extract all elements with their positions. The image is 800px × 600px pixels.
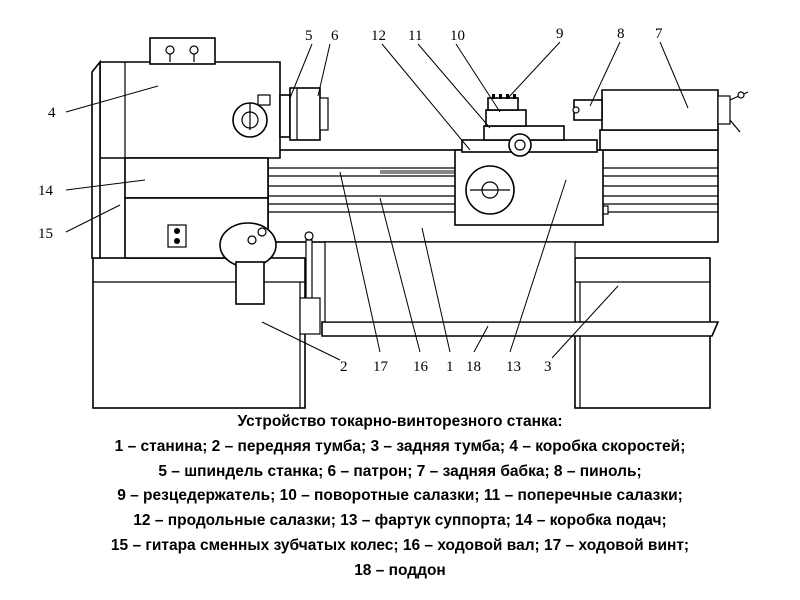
callout-16: 16	[413, 359, 429, 375]
control-lever	[305, 239, 313, 301]
diagram-caption: Устройство токарно-винторезного станка: …	[0, 410, 800, 584]
callout-3: 3	[544, 359, 552, 375]
lathe-drawing: 4 14 15 5 6 12 11 10 9 8 7 2 17 16 1 18 …	[38, 26, 749, 409]
callout-18: 18	[466, 359, 481, 375]
caption-line: 15 – гитара сменных зубчатых колес; 16 –…	[110, 536, 690, 554]
callout-15: 15	[38, 226, 53, 242]
compound-rest	[485, 109, 527, 127]
lead-screw-thread	[380, 170, 455, 174]
callout-9: 9	[556, 26, 564, 42]
callout-7: 7	[655, 26, 663, 42]
callout-6: 6	[331, 28, 339, 44]
caption-line: 12 – продольные салазки; 13 – фартук суп…	[133, 512, 667, 530]
spindle	[279, 94, 291, 138]
caption-line: 1 – станина; 2 – передняя тумба; 3 – зад…	[114, 437, 686, 455]
callout-11: 11	[408, 28, 422, 44]
callout-8: 8	[617, 26, 625, 42]
feed-box	[124, 157, 269, 199]
leader-lines	[65, 41, 689, 361]
lathe-diagram: 4 14 15 5 6 12 11 10 9 8 7 2 17 16 1 18 …	[38, 26, 749, 409]
tool-holder	[487, 97, 519, 111]
caption-title: Устройство токарно-винторезного станка:	[237, 413, 563, 430]
tailstock	[601, 89, 719, 131]
front-pedestal	[92, 257, 306, 409]
caption-line: 18 – поддон	[354, 561, 446, 579]
callout-5: 5	[305, 28, 313, 44]
gear-disk	[219, 222, 277, 268]
callout-4: 4	[48, 105, 56, 121]
chuck	[289, 87, 321, 141]
caption-line: 5 – шпиндель станка; 6 – патрон; 7 – зад…	[158, 462, 642, 480]
callout-17: 17	[373, 359, 389, 375]
chip-tray	[321, 321, 720, 337]
headstock-top-block	[149, 37, 216, 65]
callout-14: 14	[38, 183, 54, 199]
tailstock-base	[599, 129, 719, 151]
caption-line: 9 – резцедержатель; 10 – поворотные сала…	[117, 487, 683, 505]
callout-13: 13	[506, 359, 521, 375]
callout-10: 10	[450, 28, 465, 44]
callout-2: 2	[340, 359, 348, 375]
callout-12: 12	[371, 28, 386, 44]
callout-1: 1	[446, 359, 454, 375]
